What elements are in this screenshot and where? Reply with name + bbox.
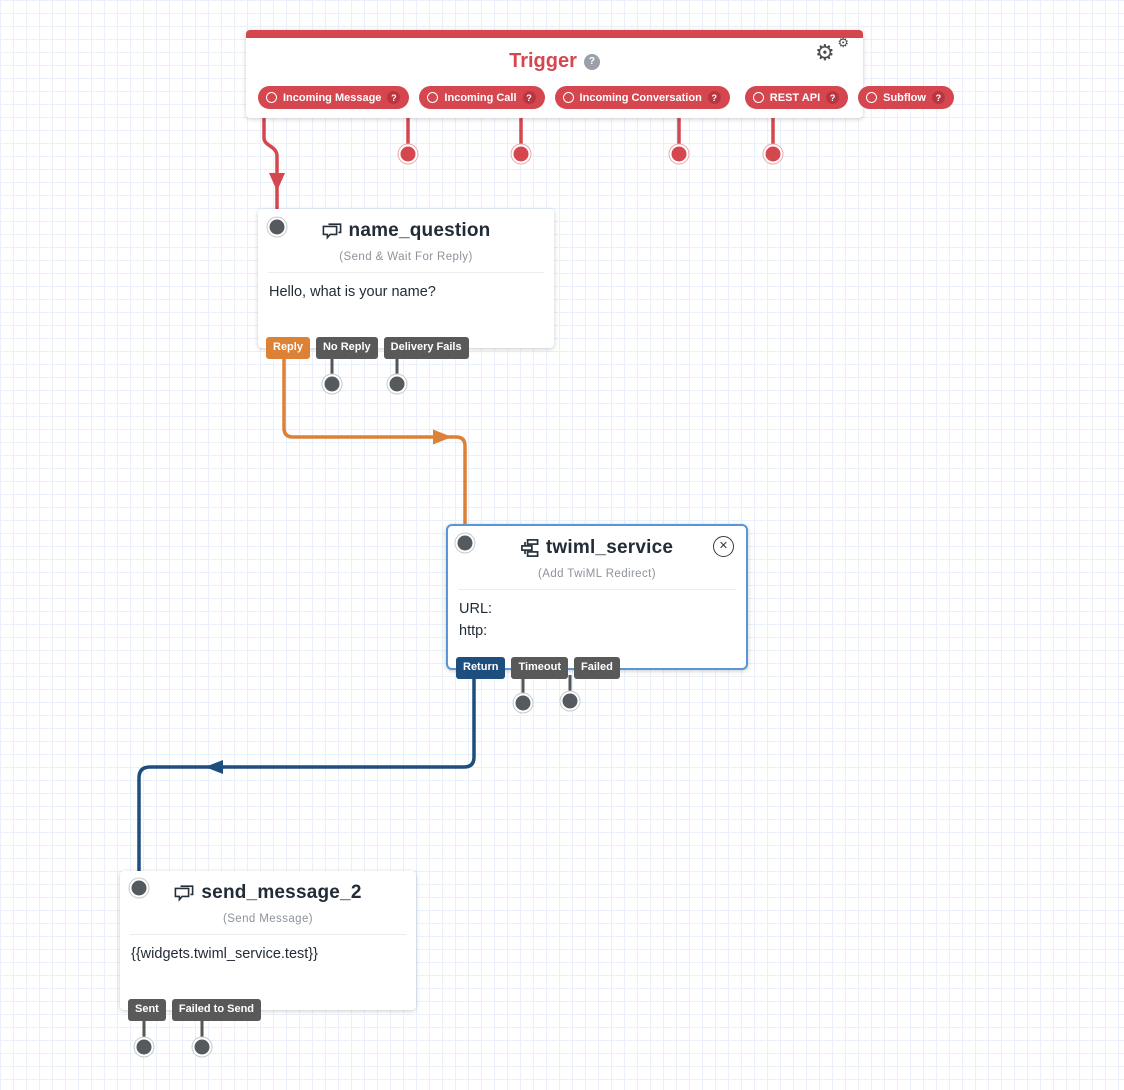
pill-help-icon[interactable]: ? [522, 91, 536, 104]
transition-failed[interactable]: Failed [574, 657, 620, 679]
endpoint-timeout[interactable] [515, 695, 531, 711]
close-icon[interactable]: ✕ [713, 536, 734, 557]
wire-incoming-message-arrow [269, 173, 285, 191]
transition-failed-to-send[interactable]: Failed to Send [171, 999, 262, 1021]
trigger-widget[interactable]: Trigger ? ⚙⚙ Incoming Message ? Incoming… [246, 30, 954, 118]
transition-delivery-fails[interactable]: Delivery Fails [383, 337, 469, 359]
endpoint-failed[interactable] [562, 693, 578, 709]
widget-name-question[interactable]: name_question (Send & Wait For Reply) He… [258, 209, 554, 359]
endpoint-rest-api[interactable] [671, 146, 687, 162]
widget-send-message-2[interactable]: send_message_2 (Send Message) {{widgets.… [120, 871, 416, 1021]
pill-ring-icon [266, 92, 277, 103]
trigger-pill-row: Incoming Message ? Incoming Call ? Incom… [258, 86, 954, 109]
chat-bubbles-icon [175, 884, 194, 902]
widget-twiml-service[interactable]: ✕ twiml_service (Add TwiML Redirect) URL… [446, 524, 748, 679]
endpoint-sent[interactable] [136, 1039, 152, 1055]
transition-reply[interactable]: Reply [266, 337, 310, 359]
trigger-title: Trigger [509, 50, 577, 72]
url-value: http: [459, 623, 488, 640]
widget-title: send_message_2 [201, 882, 362, 903]
transition-return[interactable]: Return [456, 657, 506, 679]
transition-no-reply[interactable]: No Reply [315, 337, 378, 359]
widget-title: twiml_service [545, 537, 674, 558]
wire-return [137, 675, 476, 875]
pill-help-icon[interactable]: ? [826, 91, 840, 104]
widget-type-label: (Send & Wait For Reply) [339, 251, 473, 263]
transition-timeout[interactable]: Timeout [511, 657, 569, 679]
endpoint-failed-to-send[interactable] [194, 1039, 210, 1055]
widget-input-connector[interactable] [131, 880, 147, 896]
divider [458, 589, 736, 590]
pill-rest-api[interactable]: REST API ? [744, 86, 849, 109]
divider [268, 272, 544, 273]
pill-subflow[interactable]: Subflow ? [858, 86, 954, 109]
transition-sent[interactable]: Sent [128, 999, 166, 1021]
pill-ring-icon [866, 92, 878, 103]
pill-help-icon[interactable]: ? [931, 91, 945, 104]
pill-incoming-call[interactable]: Incoming Call ? [419, 86, 545, 109]
url-label: URL: [459, 601, 493, 617]
endpoint-incoming-call[interactable] [400, 146, 416, 162]
pill-incoming-conversation[interactable]: Incoming Conversation ? [554, 86, 730, 109]
widget-body-text: Hello, what is your name? [269, 284, 436, 300]
endpoint-subflow[interactable] [765, 146, 781, 162]
endpoint-no-reply[interactable] [324, 376, 340, 392]
wire-reply-arrow [433, 429, 452, 445]
chat-bubbles-icon [322, 222, 341, 240]
trigger-help-icon[interactable]: ? [583, 53, 600, 70]
widget-input-connector[interactable] [457, 535, 473, 551]
pill-help-icon[interactable]: ? [707, 91, 721, 104]
twiml-redirect-icon [520, 539, 539, 557]
widget-title: name_question [348, 220, 491, 241]
pill-help-icon[interactable]: ? [387, 91, 401, 104]
widget-body-text: URL: http: [448, 590, 746, 643]
pill-incoming-message[interactable]: Incoming Message ? [258, 86, 410, 109]
pill-ring-icon [562, 92, 574, 103]
trigger-accent-bar [246, 30, 863, 38]
wire-reply [282, 358, 467, 535]
widget-type-label: (Send Message) [223, 913, 313, 925]
wire-incoming-message [262, 110, 279, 214]
widget-body-text: {{widgets.twiml_service.test}} [131, 946, 318, 962]
wire-return-arrow [205, 760, 223, 774]
divider [130, 934, 406, 935]
pill-ring-icon [427, 92, 439, 103]
endpoint-incoming-conversation[interactable] [513, 146, 529, 162]
widget-type-label: (Add TwiML Redirect) [538, 568, 656, 580]
widget-input-connector[interactable] [269, 219, 285, 235]
settings-gears-icon[interactable]: ⚙⚙ [815, 35, 849, 65]
pill-ring-icon [752, 92, 764, 103]
endpoint-delivery-fails[interactable] [389, 376, 405, 392]
